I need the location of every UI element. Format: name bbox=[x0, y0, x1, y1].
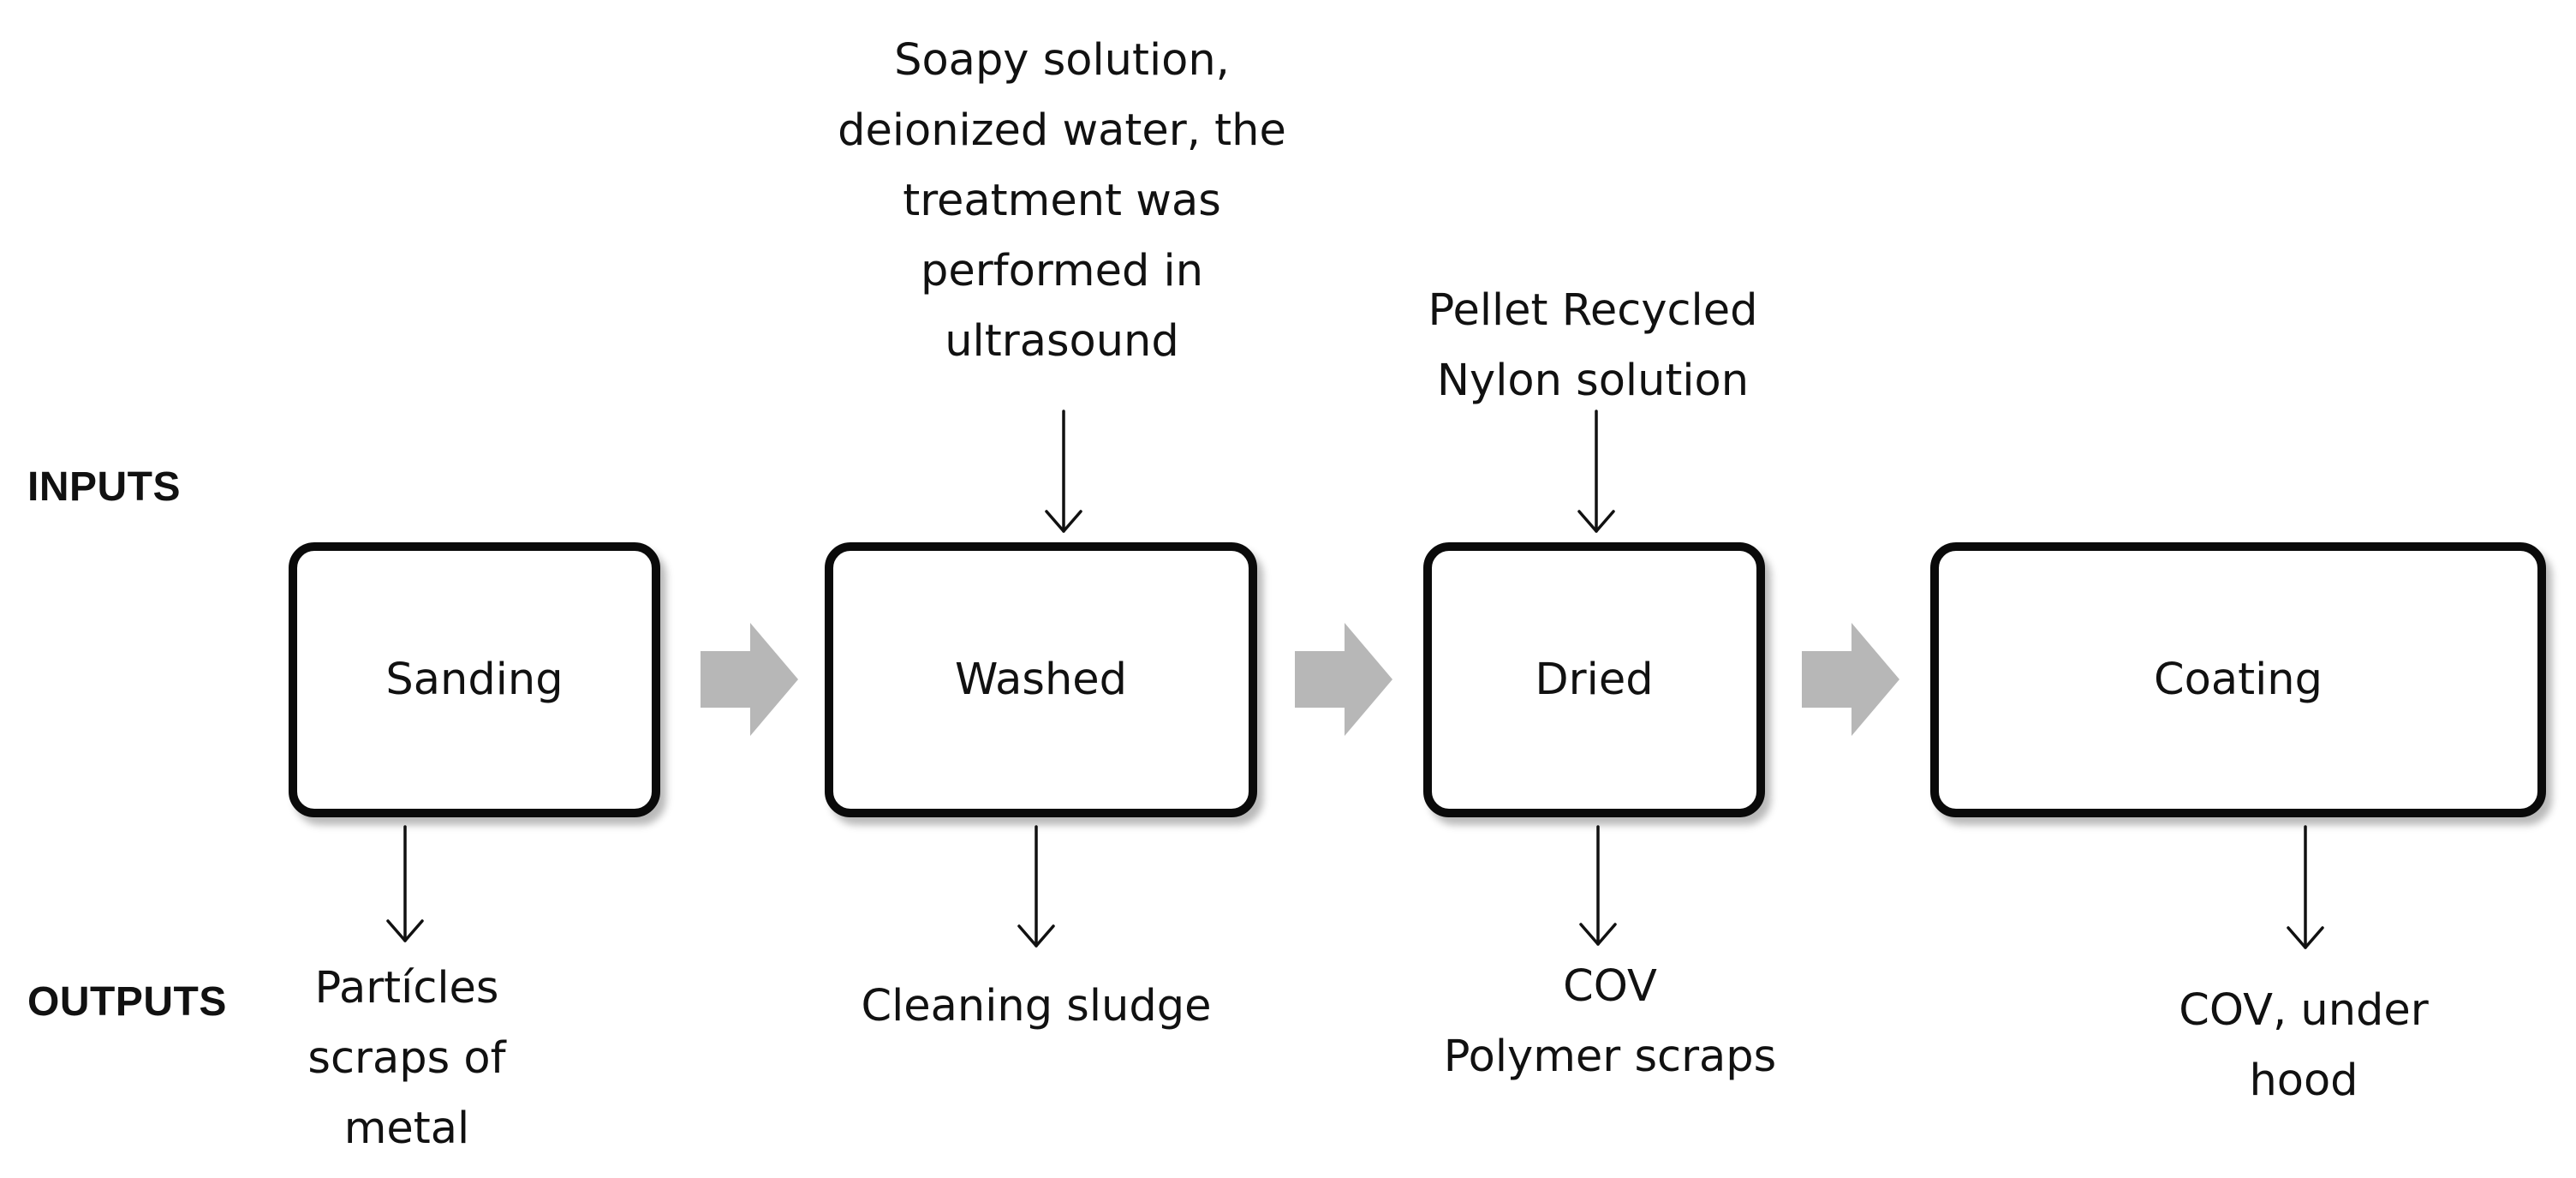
sanding-output-text: Partícles scraps of metal bbox=[307, 963, 506, 1154]
process-label-sanding: Sanding bbox=[385, 655, 564, 705]
input-arrow-dried bbox=[1577, 410, 1615, 533]
flow-arrow-washed-to-dried bbox=[1295, 623, 1392, 736]
process-box-dried: Dried bbox=[1423, 542, 1765, 817]
process-box-coating: Coating bbox=[1930, 542, 2546, 817]
process-label-coating: Coating bbox=[2154, 655, 2323, 705]
washed-output-text: Cleaning sludge bbox=[861, 981, 1212, 1031]
flow-arrow-sanding-to-washed bbox=[701, 623, 798, 736]
coating-output-text: COV, under hood bbox=[2179, 985, 2429, 1106]
output-arrow-coating bbox=[2287, 825, 2324, 949]
output-arrow-washed bbox=[1017, 825, 1055, 948]
input-arrow-washed bbox=[1045, 410, 1082, 533]
outputs-row-label: OUTPUTS bbox=[27, 979, 227, 1025]
inputs-row-label: INPUTS bbox=[27, 464, 182, 510]
flow-arrow-dried-to-coating bbox=[1802, 623, 1899, 736]
washed-input-text: Soapy solution, deionized water, the tre… bbox=[838, 35, 1286, 367]
process-box-washed: Washed bbox=[825, 542, 1257, 817]
dried-output-text: COV Polymer scraps bbox=[1443, 961, 1777, 1082]
process-label-dried: Dried bbox=[1535, 655, 1654, 705]
dried-input-text: Pellet Recycled Nylon solution bbox=[1428, 285, 1758, 406]
output-arrow-dried bbox=[1579, 825, 1617, 946]
process-label-washed: Washed bbox=[954, 655, 1128, 705]
process-box-sanding: Sanding bbox=[289, 542, 660, 817]
output-arrow-sanding bbox=[386, 825, 424, 942]
